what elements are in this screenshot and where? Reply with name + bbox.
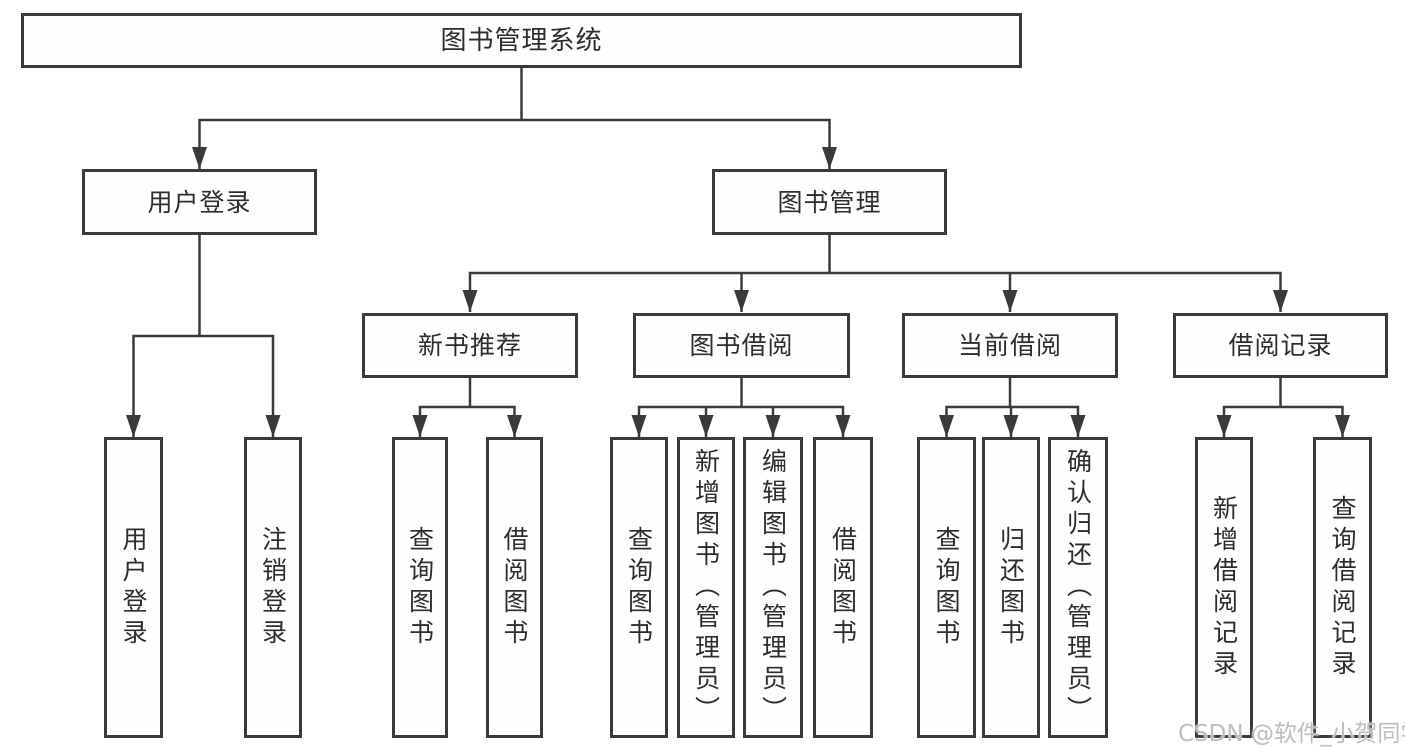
node-user-login: 用户登录	[82, 169, 317, 235]
node-label: 新增图书（管理员）	[691, 448, 721, 727]
leaf-borrow-books-recommend: 借阅图书	[486, 437, 543, 738]
node-label: 当前借阅	[957, 331, 1062, 360]
csdn-watermark: CSDN @软件_小贺同学	[1178, 721, 1405, 747]
connector-lines	[132, 68, 1344, 437]
node-label: 借阅图书	[500, 525, 529, 650]
node-label: 图书管理系统	[440, 25, 603, 56]
node-book-borrowing: 图书借阅	[633, 313, 850, 378]
node-label: 查询图书	[624, 525, 654, 650]
arrowheads	[126, 147, 1350, 437]
leaf-return-books: 归还图书	[982, 437, 1040, 738]
leaf-query-books-recommend: 查询图书	[392, 437, 448, 738]
node-label: 编辑图书（管理员）	[758, 448, 788, 727]
node-label: 注销登录	[258, 525, 288, 650]
node-library-management-system: 图书管理系统	[21, 13, 1022, 68]
leaf-query-borrow-record: 查询借阅记录	[1313, 437, 1372, 738]
node-label: 新书推荐	[417, 331, 522, 360]
node-label: 归还图书	[996, 525, 1026, 650]
node-label: 借阅图书	[828, 525, 858, 650]
node-label: 新增借阅记录	[1209, 494, 1239, 681]
node-label: 查询借阅记录	[1328, 494, 1357, 681]
leaf-user-login: 用户登录	[104, 437, 163, 738]
node-label: 图书借阅	[689, 331, 794, 360]
node-label: 确认归还（管理员）	[1063, 448, 1093, 727]
node-label: 用户登录	[119, 525, 148, 650]
node-label: 借阅记录	[1228, 331, 1333, 360]
leaf-edit-books-admin: 编辑图书（管理员）	[743, 437, 803, 738]
node-new-book-recommendation: 新书推荐	[362, 313, 578, 378]
leaf-logout: 注销登录	[244, 437, 302, 738]
node-label: 图书管理	[777, 187, 882, 217]
node-current-borrowing: 当前借阅	[902, 313, 1118, 378]
node-label: 查询图书	[932, 525, 961, 650]
leaf-query-books-borrow: 查询图书	[610, 437, 668, 738]
node-label: 用户登录	[147, 187, 252, 217]
node-label: 查询图书	[405, 525, 435, 650]
leaf-query-books-current: 查询图书	[917, 437, 976, 738]
node-book-management: 图书管理	[712, 169, 947, 235]
leaf-borrow-books: 借阅图书	[813, 437, 873, 738]
leaf-add-borrow-record: 新增借阅记录	[1195, 437, 1253, 738]
leaf-confirm-return-admin: 确认归还（管理员）	[1048, 437, 1108, 738]
leaf-add-books-admin: 新增图书（管理员）	[677, 437, 735, 738]
node-borrowing-records: 借阅记录	[1173, 313, 1388, 378]
